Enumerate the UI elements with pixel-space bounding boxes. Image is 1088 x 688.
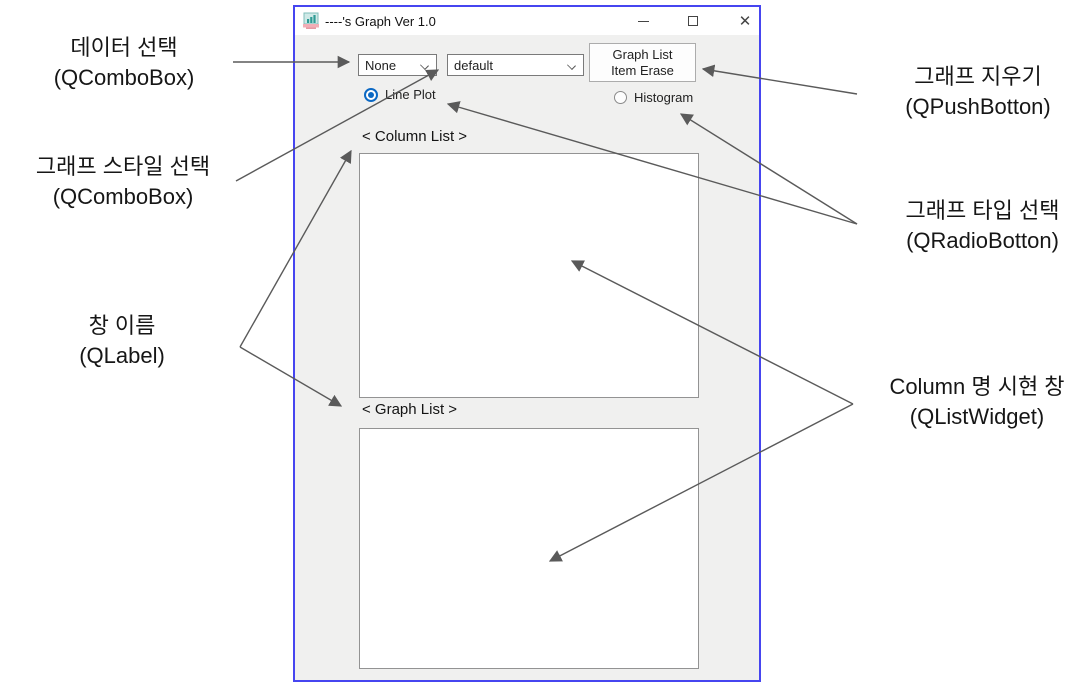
graph-list-widget[interactable] bbox=[359, 428, 699, 669]
graph-list-label: < Graph List > bbox=[362, 401, 458, 418]
radio-checked-icon bbox=[364, 87, 378, 102]
annotation-type-select-line2: (QRadioBotton) bbox=[906, 228, 1059, 253]
annotation-type-select: 그래프 타입 선택 (QRadioBotton) bbox=[877, 196, 1088, 256]
chevron-down-icon bbox=[567, 61, 576, 70]
bar-chart-laptop-icon bbox=[303, 12, 319, 29]
style-select-combobox[interactable]: default bbox=[447, 54, 584, 76]
annotation-type-select-line1: 그래프 타입 선택 bbox=[905, 198, 1060, 223]
erase-button-line1: Graph List bbox=[612, 46, 673, 62]
annotation-list-widget-line2: (QListWidget) bbox=[909, 404, 1045, 429]
app-window: ----'s Graph Ver 1.0 ✕ None default Grap… bbox=[293, 5, 761, 682]
annotation-list-widget: Column 명 시현 창 (QListWidget) bbox=[866, 372, 1088, 432]
close-button[interactable]: ✕ bbox=[725, 7, 765, 35]
maximize-icon bbox=[688, 16, 698, 26]
annotation-list-widget-line1: Column 명 시현 창 bbox=[889, 374, 1065, 399]
annotation-style-select: 그래프 스타일 선택 (QComboBox) bbox=[8, 152, 238, 212]
annotation-erase-line1: 그래프 지우기 bbox=[914, 64, 1042, 89]
window-title: ----'s Graph Ver 1.0 bbox=[325, 14, 436, 29]
annotation-style-select-line1: 그래프 스타일 선택 bbox=[35, 154, 211, 179]
data-select-value: None bbox=[365, 57, 397, 73]
radio-histogram[interactable]: Histogram bbox=[614, 90, 693, 105]
radio-histogram-label: Histogram bbox=[634, 90, 694, 105]
minimize-button[interactable] bbox=[623, 7, 663, 35]
chevron-down-icon bbox=[420, 61, 429, 70]
style-select-value: default bbox=[454, 57, 494, 73]
data-select-combobox[interactable]: None bbox=[358, 54, 437, 76]
graph-list-item-erase-button[interactable]: Graph List Item Erase bbox=[589, 43, 696, 82]
annotation-data-select-line2: (QComboBox) bbox=[53, 65, 195, 90]
radio-line-plot[interactable]: Line Plot bbox=[364, 87, 436, 102]
titlebar[interactable]: ----'s Graph Ver 1.0 ✕ bbox=[295, 7, 759, 35]
annotation-window-name: 창 이름 (QLabel) bbox=[17, 311, 227, 371]
annotation-style-select-line2: (QComboBox) bbox=[52, 184, 194, 209]
column-list-label: < Column List > bbox=[362, 128, 468, 145]
annotation-erase: 그래프 지우기 (QPushBotton) bbox=[868, 62, 1088, 122]
radio-unchecked-icon bbox=[614, 91, 627, 104]
annotation-data-select-line1: 데이터 선택 bbox=[70, 35, 178, 60]
annotation-window-name-line1: 창 이름 bbox=[88, 313, 156, 338]
maximize-button[interactable] bbox=[673, 7, 713, 35]
annotation-erase-line2: (QPushBotton) bbox=[905, 94, 1051, 119]
close-icon: ✕ bbox=[738, 13, 752, 30]
erase-button-line2: Item Erase bbox=[611, 62, 674, 78]
radio-line-plot-label: Line Plot bbox=[385, 87, 436, 102]
column-list-widget[interactable] bbox=[359, 153, 699, 398]
annotation-data-select: 데이터 선택 (QComboBox) bbox=[19, 33, 229, 93]
annotation-window-name-line2: (QLabel) bbox=[79, 343, 165, 368]
minimize-icon bbox=[637, 20, 649, 22]
